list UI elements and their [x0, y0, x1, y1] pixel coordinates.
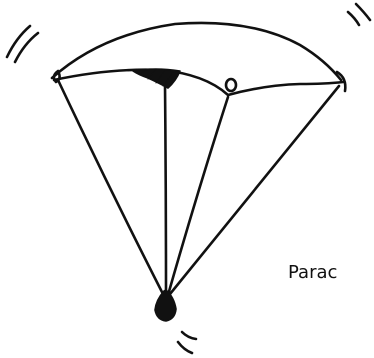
- wing-tip-right: [335, 70, 347, 93]
- motion-lines-right-icon: [346, 2, 372, 27]
- vent-hatching: [139, 68, 174, 87]
- caption-text: Parac: [288, 262, 338, 283]
- pilot-figure: [154, 289, 177, 322]
- wing-tip-left: [52, 69, 61, 84]
- suspension-lines: [56, 78, 341, 298]
- center-vent: [132, 68, 181, 89]
- motion-lines-bottom-icon: [176, 330, 198, 355]
- cell-opening: [224, 77, 238, 93]
- motion-lines-left-icon: [5, 24, 40, 64]
- canopy-top-arc: [50, 21, 343, 82]
- canopy-leading-edge: [52, 68, 345, 97]
